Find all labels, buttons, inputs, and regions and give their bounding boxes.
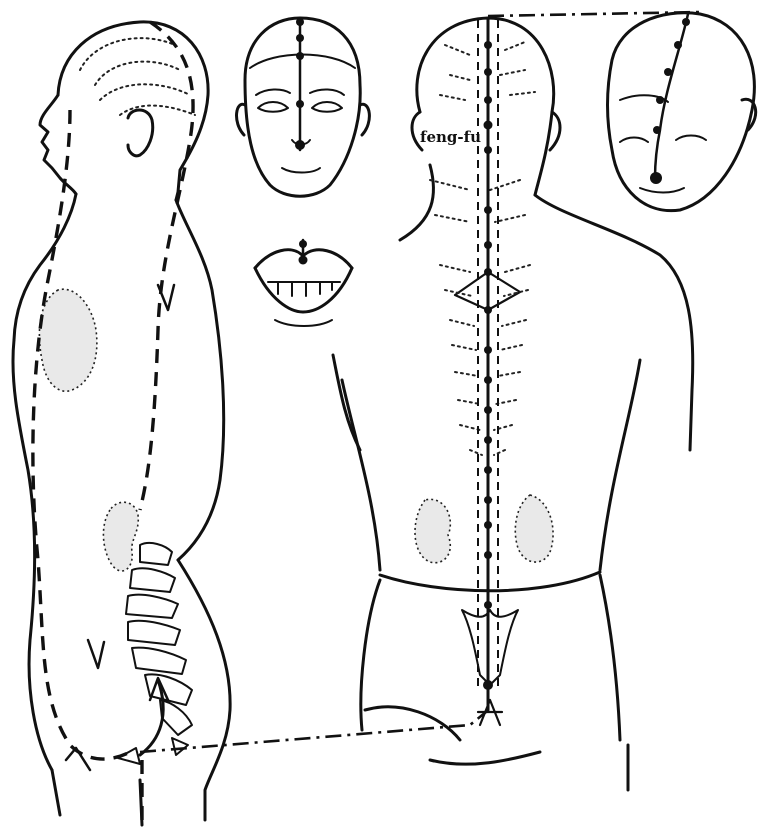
coccyx-star-icon [478, 700, 502, 725]
front-face-ear-right [360, 104, 369, 135]
acupoint [296, 34, 304, 42]
back-figure [333, 18, 693, 790]
up-curve-arrow [140, 680, 163, 755]
profile-back [176, 200, 224, 560]
mouth-figure [255, 240, 352, 326]
front-face-outline [245, 18, 360, 196]
mouth-chin [275, 320, 332, 326]
front-face-ear-left [237, 104, 245, 135]
tilted-head-figure [608, 13, 756, 211]
acupoint [299, 240, 307, 248]
front-face-mouth [282, 168, 320, 173]
back-hip-right [600, 575, 620, 740]
back-leg-fold [430, 752, 540, 764]
back-sacrum [462, 610, 518, 685]
back-torso-left [342, 380, 380, 570]
back-waistband [380, 572, 600, 591]
profile-heart [39, 289, 96, 391]
front-face-figure [237, 18, 370, 196]
acupoint [296, 52, 304, 60]
profile-meridian-back [140, 22, 193, 510]
tilted-head-mouth [640, 188, 684, 193]
acupoint [296, 18, 304, 26]
back-neck-left [400, 165, 434, 240]
back-torso-right [600, 360, 640, 570]
back-rib-hatching [430, 180, 530, 455]
acupoint [664, 68, 672, 76]
acupoint [296, 100, 304, 108]
profile-meridian-front [33, 110, 130, 759]
front-face-eye-left [258, 102, 288, 112]
down-arrow-icon-2 [88, 640, 104, 668]
tilted-head-eye-left [620, 138, 648, 143]
profile-front-torso [13, 340, 52, 770]
tilted-head-eye-right [676, 136, 706, 141]
front-face-brow-right [310, 89, 344, 95]
mouth-lower-lip [255, 268, 352, 312]
left-arrow-icon [66, 748, 90, 770]
acupoint [295, 140, 305, 150]
profile-spine [126, 543, 192, 755]
profile-kidney [103, 502, 138, 571]
acupoint [653, 126, 661, 134]
profile-ear [128, 110, 153, 156]
acupoint [656, 96, 664, 104]
back-shoulder-right [535, 195, 693, 450]
acupoint [682, 18, 690, 26]
front-face-eye-right [312, 102, 342, 112]
feng-fu-label: feng-fu [420, 128, 481, 146]
acupoint [674, 41, 682, 49]
profile-buttock [178, 560, 230, 820]
tilted-head-meridian [655, 14, 688, 178]
mouth-teeth [268, 282, 340, 296]
profile-face [40, 95, 76, 194]
acupoint [299, 256, 308, 265]
profile-figure [13, 22, 230, 829]
acupoint [650, 172, 662, 184]
back-legs-cloth [365, 707, 460, 740]
front-face-brow-left [256, 89, 290, 95]
back-kidney-left [415, 499, 450, 562]
profile-hair [80, 38, 195, 115]
perineum-marker [118, 748, 140, 764]
profile-leg-front [52, 770, 60, 815]
back-kidney-right [515, 495, 553, 562]
